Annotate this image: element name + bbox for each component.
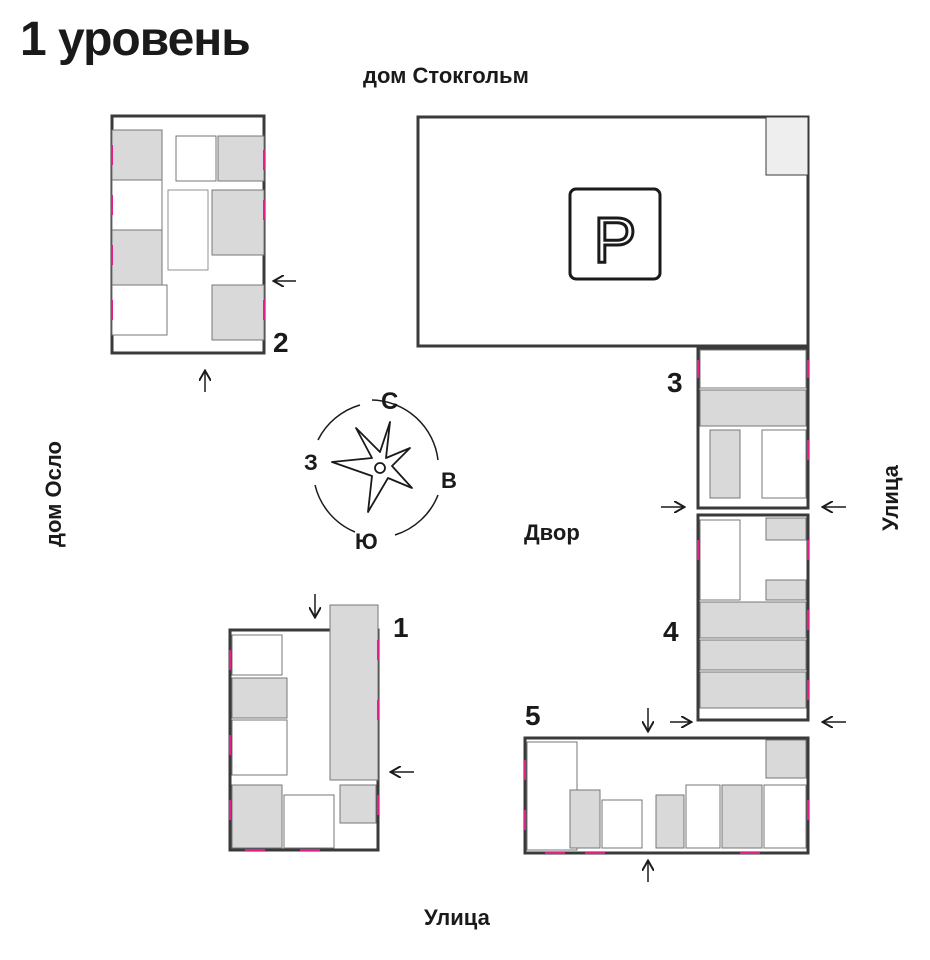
section-number-1: 1 — [393, 612, 409, 643]
parking-icon: P — [594, 204, 637, 276]
label-courtyard: Двор — [524, 520, 580, 545]
section-number-2: 2 — [273, 327, 289, 358]
section-number-5: 5 — [525, 700, 541, 731]
entrance-arrows — [205, 281, 846, 882]
label-street-bottom: Улица — [424, 905, 490, 930]
label-stockholm: дом Стокгольм — [363, 63, 529, 88]
section-number-3: 3 — [667, 367, 683, 398]
section-1-plan — [228, 604, 380, 852]
page-title: 1 уровень — [20, 13, 251, 66]
section-5-plan — [523, 736, 810, 855]
parking-sign — [568, 187, 662, 281]
parking-block: P — [416, 115, 810, 348]
compass-south-label: Ю — [355, 529, 378, 554]
section-4-plan — [696, 513, 810, 722]
compass-east-label: В — [441, 468, 457, 493]
compass-rose — [314, 399, 439, 536]
section-number-4: 4 — [663, 616, 679, 647]
section-3-plan — [696, 346, 810, 510]
section-2-plan — [110, 114, 266, 355]
compass-north-label: С — [381, 388, 399, 415]
compass-west-label: З — [304, 450, 318, 475]
